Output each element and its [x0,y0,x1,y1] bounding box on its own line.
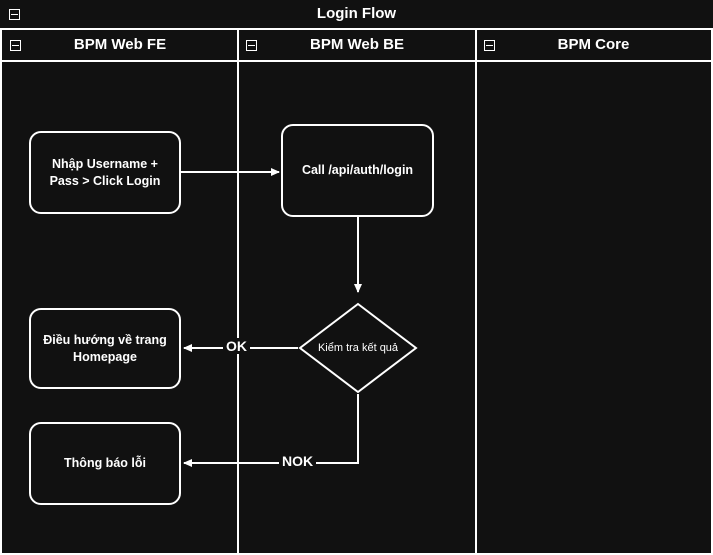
lane-header-fe: BPM Web FE [2,30,238,62]
minus-box-icon[interactable] [10,40,21,51]
diagram-title: Login Flow [316,5,397,22]
pool-border-bottom [0,553,713,555]
lane-label-be: BPM Web BE [310,36,404,53]
flow-label-ok: OK [223,338,250,354]
lane-header-be: BPM Web BE [238,30,476,62]
flow-label-nok: NOK [279,453,317,469]
pool-title-bar: Login Flow [0,0,713,30]
decision-node-check-result[interactable]: Kiểm tra kết quả [298,302,418,394]
pool-border-right [711,0,713,555]
pool-border-left [0,0,2,555]
lane-divider-1 [237,30,239,555]
lane-label-fe: BPM Web FE [73,36,167,53]
decision-node-label: Kiểm tra kết quả [317,342,399,354]
task-node-call-login-api[interactable]: Call /api/auth/login [281,124,434,217]
task-node-enter-credentials[interactable]: Nhập Username + Pass > Click Login [29,131,181,214]
lane-divider-2 [475,30,477,555]
lane-header-core: BPM Core [476,30,711,62]
minus-box-icon[interactable] [246,40,257,51]
minus-box-icon[interactable] [484,40,495,51]
minus-box-icon[interactable] [9,9,20,20]
task-node-redirect-homepage[interactable]: Điều hướng về trang Homepage [29,308,181,389]
lane-label-core: BPM Core [557,36,630,53]
task-node-show-error[interactable]: Thông báo lỗi [29,422,181,505]
